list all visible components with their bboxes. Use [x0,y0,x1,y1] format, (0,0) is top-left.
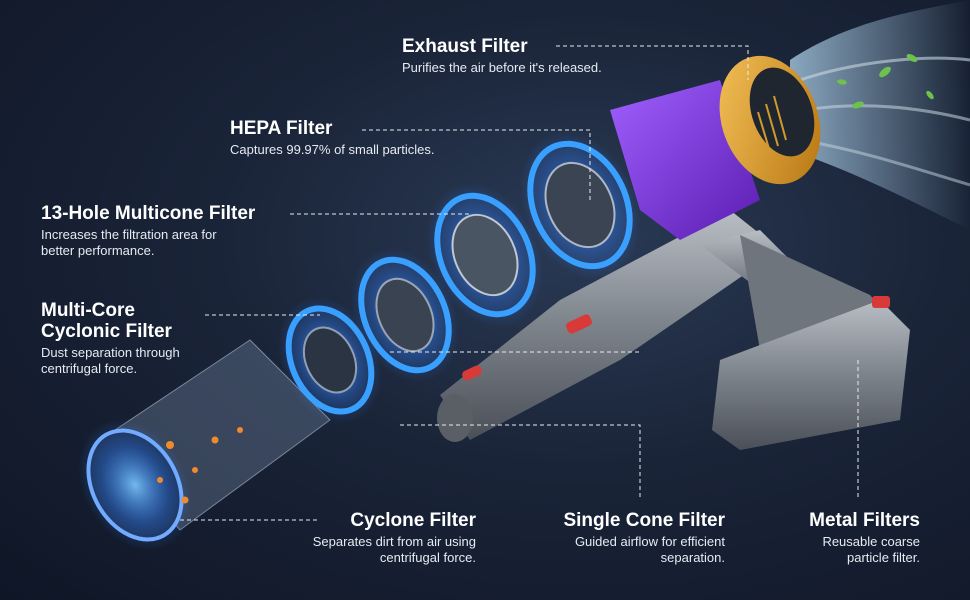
label-multicone-filter: 13-Hole Multicone Filter Increases the f… [41,203,255,259]
exhaust-filter-desc: Purifies the air before it's released. [402,60,602,75]
hepa-filter-title: HEPA Filter [230,118,333,139]
label-exhaust-filter: Exhaust Filter Purifies the air before i… [402,36,602,76]
multicone-ring [426,182,544,328]
dust-bin [77,339,331,551]
multicore-ring [350,248,460,382]
label-metal-filters: Metal Filters Reusable coarse particle f… [760,510,920,566]
cyclone-filter-title: Cyclone Filter [350,510,476,531]
label-multicore-filter: Multi-Core Cyclonic Filter Dust separati… [41,300,180,377]
single-cone-filter-title: Single Cone Filter [563,510,725,531]
label-hepa-filter: HEPA Filter Captures 99.97% of small par… [230,118,434,158]
leaf-particles [837,54,934,109]
label-single-cone-filter: Single Cone Filter Guided airflow for ef… [525,510,725,566]
multicore-filter-title: Multi-Core Cyclonic Filter [41,300,172,342]
label-cyclone-filter: Cyclone Filter Separates dirt from air u… [276,510,476,566]
multicore-filter-desc: Dust separation through centrifugal forc… [41,345,180,376]
cyclone-filter-desc: Separates dirt from air using centrifuga… [312,534,476,565]
multicone-filter-desc: Increases the filtration area for better… [41,227,217,258]
metal-filters-desc: Reusable coarse particle filter. [822,534,920,565]
filter-stages [77,130,641,551]
exhaust-filter-title: Exhaust Filter [402,36,528,57]
leader-lines [180,45,859,521]
single-cone-filter-desc: Guided airflow for efficient separation. [574,534,725,565]
vacuum-body [437,55,910,450]
hepa-filter-desc: Captures 99.97% of small particles. [230,142,435,157]
multicone-filter-title: 13-Hole Multicone Filter [41,203,256,224]
metal-filters-title: Metal Filters [809,510,920,531]
exhaust-airflow [790,0,970,230]
hepa-ring [519,130,641,280]
